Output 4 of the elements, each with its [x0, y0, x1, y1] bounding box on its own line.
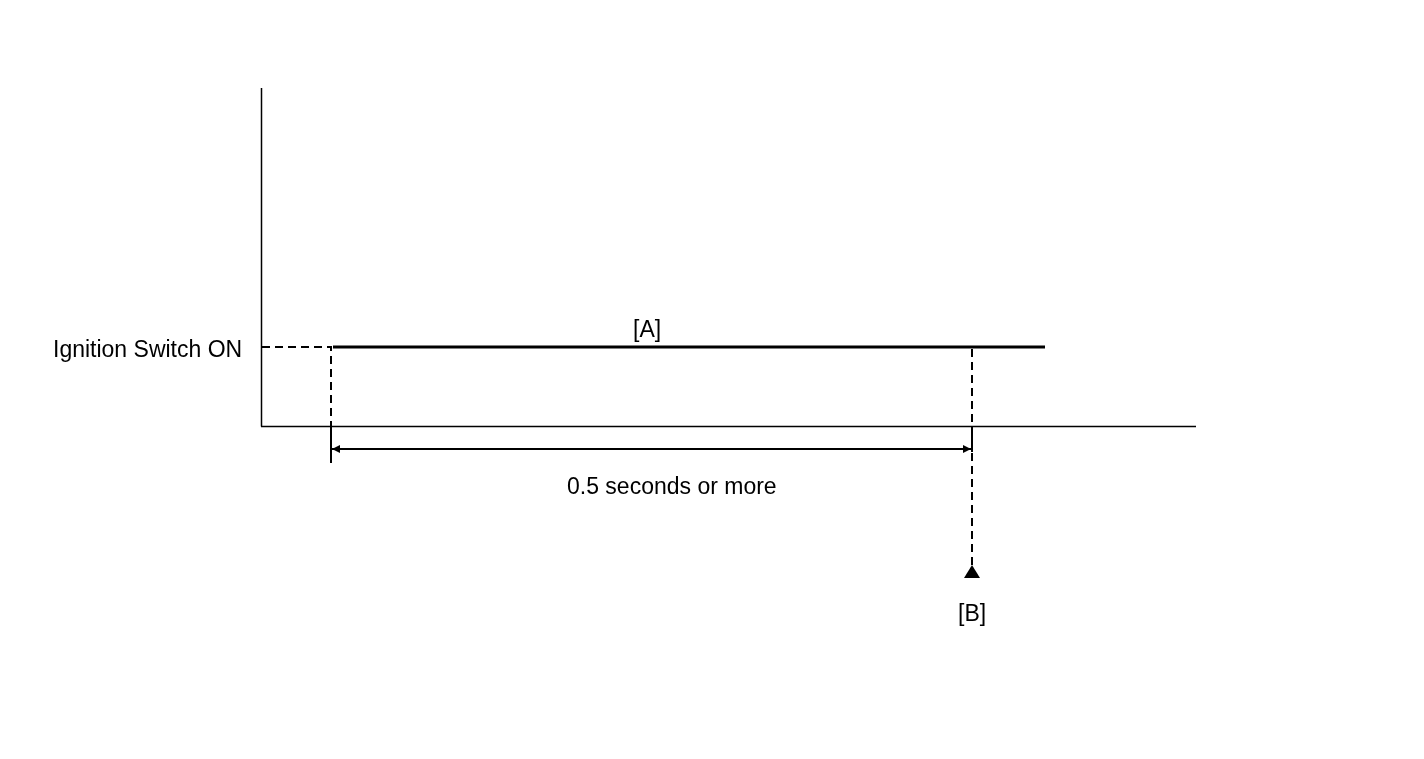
dimension-label: 0.5 seconds or more: [567, 473, 777, 499]
point-label: [B]: [958, 600, 987, 626]
signal-label: [A]: [633, 316, 662, 342]
signal-name: Ignition Switch ON: [53, 336, 243, 362]
